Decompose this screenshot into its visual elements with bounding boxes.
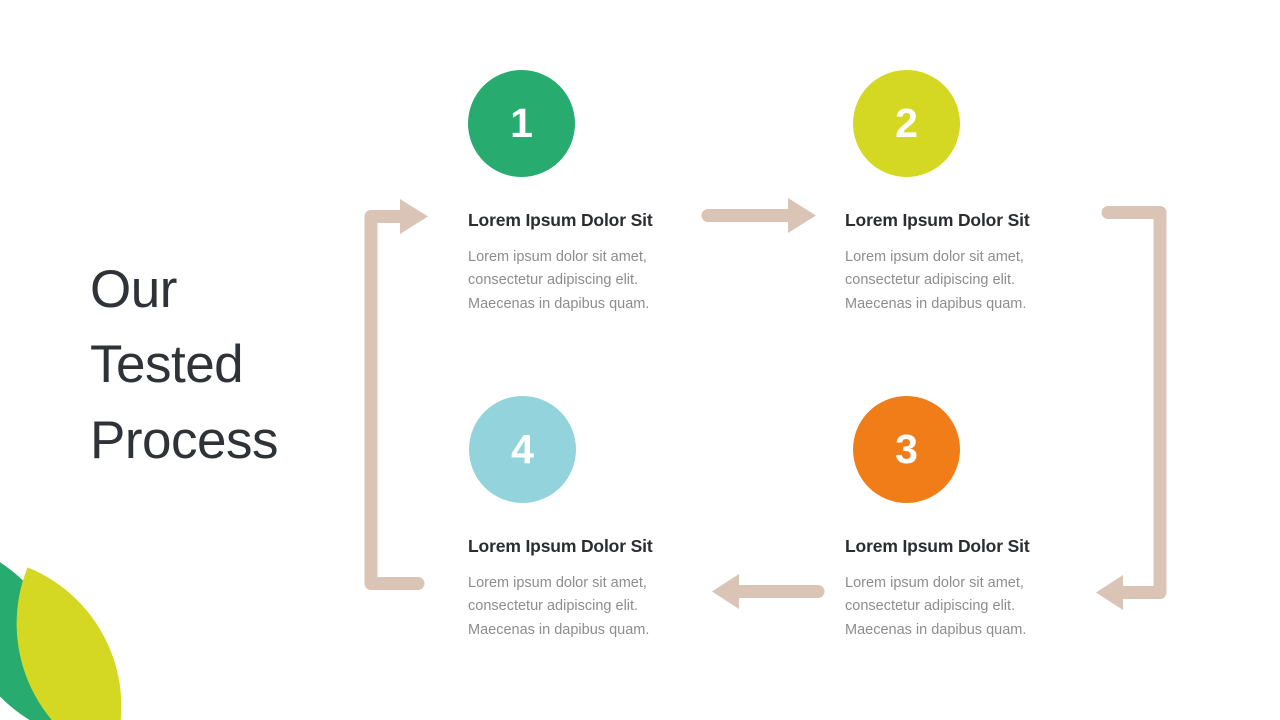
process-step-4[interactable]: 4 Lorem Ipsum Dolor Sit Lorem ipsum dolo… xyxy=(468,396,708,642)
process-step-1[interactable]: 1 Lorem Ipsum Dolor Sit Lorem ipsum dolo… xyxy=(468,70,708,316)
step-2-badge[interactable]: 2 xyxy=(853,70,960,177)
leaf-yellow-icon xyxy=(0,567,167,720)
step-1-body: Lorem ipsum dolor sit amet, consectetur … xyxy=(468,249,650,312)
step-4-number: 4 xyxy=(511,426,534,472)
step-1-badge[interactable]: 1 xyxy=(468,70,575,177)
step-3-heading: Lorem Ipsum Dolor Sit xyxy=(845,536,1030,556)
page-title: Our Tested Process xyxy=(90,252,340,478)
arrow-step1-to-step2 xyxy=(701,198,816,233)
step-1-number: 1 xyxy=(510,100,533,146)
step-3-number: 3 xyxy=(895,426,918,472)
leaf-green-icon xyxy=(0,560,108,720)
step-1-heading: Lorem Ipsum Dolor Sit xyxy=(468,210,653,230)
arrow-step3-to-step4 xyxy=(712,574,825,609)
process-step-3[interactable]: 3 Lorem Ipsum Dolor Sit Lorem ipsum dolo… xyxy=(845,396,1085,642)
page-title-line-1: Our xyxy=(90,260,177,319)
step-3-body: Lorem ipsum dolor sit amet, consectetur … xyxy=(845,575,1027,638)
page-title-line-3: Process xyxy=(90,410,278,470)
step-4-heading: Lorem Ipsum Dolor Sit xyxy=(468,536,653,556)
decorative-leaves xyxy=(0,560,200,720)
step-2-number: 2 xyxy=(895,100,918,146)
step-2-heading: Lorem Ipsum Dolor Sit xyxy=(845,210,1030,230)
step-3-badge[interactable]: 3 xyxy=(853,396,960,503)
page-title-line-2: Tested xyxy=(90,335,244,395)
step-4-badge[interactable]: 4 xyxy=(469,396,576,503)
step-2-body: Lorem ipsum dolor sit amet, consectetur … xyxy=(845,249,1027,312)
step-4-body: Lorem ipsum dolor sit amet, consectetur … xyxy=(468,575,650,638)
arrow-step2-to-step3 xyxy=(1096,206,1167,610)
arrow-step4-to-step1 xyxy=(364,199,428,590)
process-step-2[interactable]: 2 Lorem Ipsum Dolor Sit Lorem ipsum dolo… xyxy=(845,70,1085,316)
